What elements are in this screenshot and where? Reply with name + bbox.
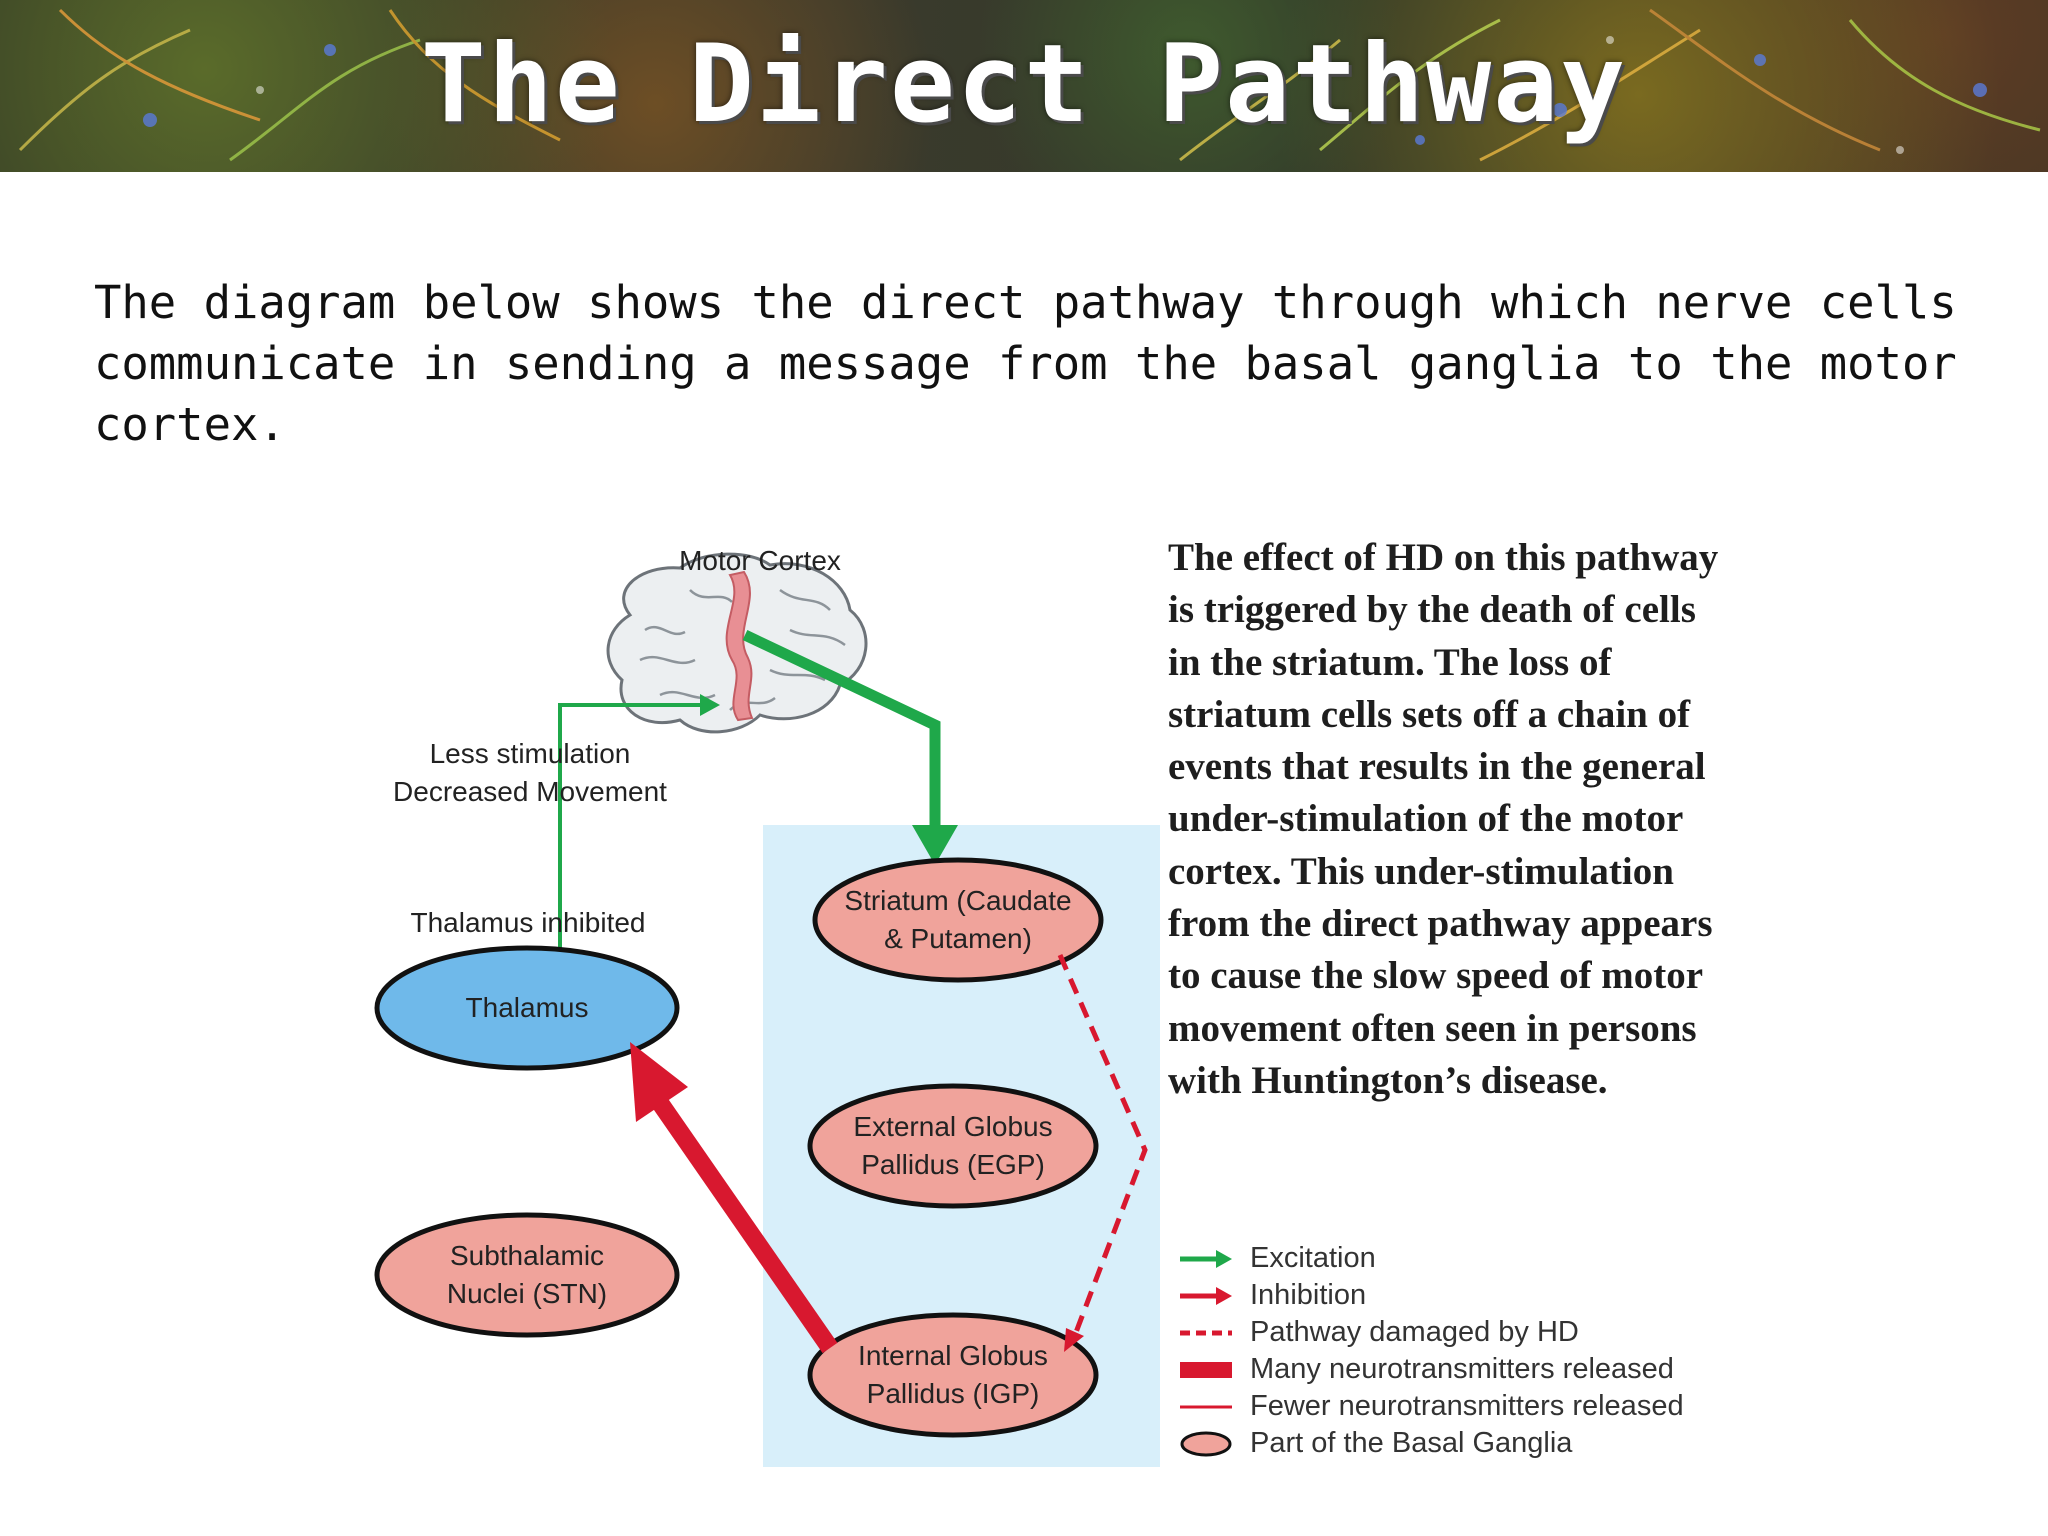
thin-line-icon (1180, 1405, 1232, 1409)
excitation-thin-arrow (558, 694, 720, 960)
egp-label-line2: Pallidus (EGP) (861, 1149, 1045, 1180)
stn-node: Subthalamic Nuclei (STN) (374, 1212, 680, 1338)
legend-label: Part of the Basal Ganglia (1250, 1427, 1573, 1459)
legend-label: Inhibition (1250, 1279, 1367, 1311)
less-stimulation-label: Less stimulation (430, 738, 631, 769)
intro-paragraph: The diagram below shows the direct pathw… (94, 276, 1957, 451)
igp-label-line2: Pallidus (IGP) (867, 1378, 1040, 1409)
thick-bar-icon (1180, 1362, 1232, 1378)
egp-node: External Globus Pallidus (EGP) (807, 1083, 1099, 1209)
legend-item-many: Many neurotransmitters released (1178, 1353, 1738, 1387)
effect-explanation: The effect of HD on this pathway is trig… (1168, 536, 1719, 1102)
legend-item-inhibition: Inhibition (1178, 1279, 1738, 1313)
thalamus-node: Thalamus (374, 945, 680, 1071)
direct-pathway-diagram: Motor Cortex Less stimulation Decreased … (374, 545, 1160, 1467)
inhibition-arrow-icon (1180, 1287, 1232, 1305)
inhibition-thick-arrow (630, 1042, 838, 1354)
legend-item-fewer: Fewer neurotransmitters released (1178, 1390, 1738, 1424)
igp-node: Internal Globus Pallidus (IGP) (807, 1312, 1099, 1438)
brain-image (606, 552, 868, 734)
striatum-label-line1: Striatum (Caudate (844, 885, 1071, 916)
striatum-node: Striatum (Caudate & Putamen) (812, 857, 1104, 983)
slide-title: The Direct Pathway (420, 22, 1628, 147)
excitation-arrow-icon (1180, 1250, 1232, 1268)
legend-item-basal-ganglia: Part of the Basal Ganglia (1178, 1427, 1738, 1461)
motor-cortex-label: Motor Cortex (679, 545, 841, 576)
legend-label: Many neurotransmitters released (1250, 1353, 1674, 1385)
legend-label: Fewer neurotransmitters released (1250, 1390, 1684, 1422)
legend-label: Pathway damaged by HD (1250, 1316, 1579, 1348)
damaged-pathway-arrow (1057, 954, 1148, 1352)
thalamus-label: Thalamus (466, 992, 589, 1023)
pink-oval-icon (1180, 1431, 1232, 1457)
legend-item-damaged: Pathway damaged by HD (1178, 1316, 1738, 1350)
neuron-background-image (18, 8, 2041, 162)
header-banner: The Direct Pathway (0, 0, 2048, 172)
stn-label-line2: Nuclei (STN) (447, 1278, 607, 1309)
igp-label-line1: Internal Globus (858, 1340, 1048, 1371)
decreased-movement-label: Decreased Movement (393, 776, 667, 807)
egp-label-line1: External Globus (853, 1111, 1052, 1142)
dashed-line-icon (1180, 1330, 1232, 1336)
excitation-thick-arrow (742, 630, 958, 865)
striatum-label-line2: & Putamen) (884, 923, 1032, 954)
stn-label-line1: Subthalamic (450, 1240, 604, 1271)
legend-label: Excitation (1250, 1242, 1376, 1274)
legend-item-excitation: Excitation (1178, 1242, 1738, 1276)
thalamus-inhibited-label: Thalamus inhibited (410, 907, 645, 938)
